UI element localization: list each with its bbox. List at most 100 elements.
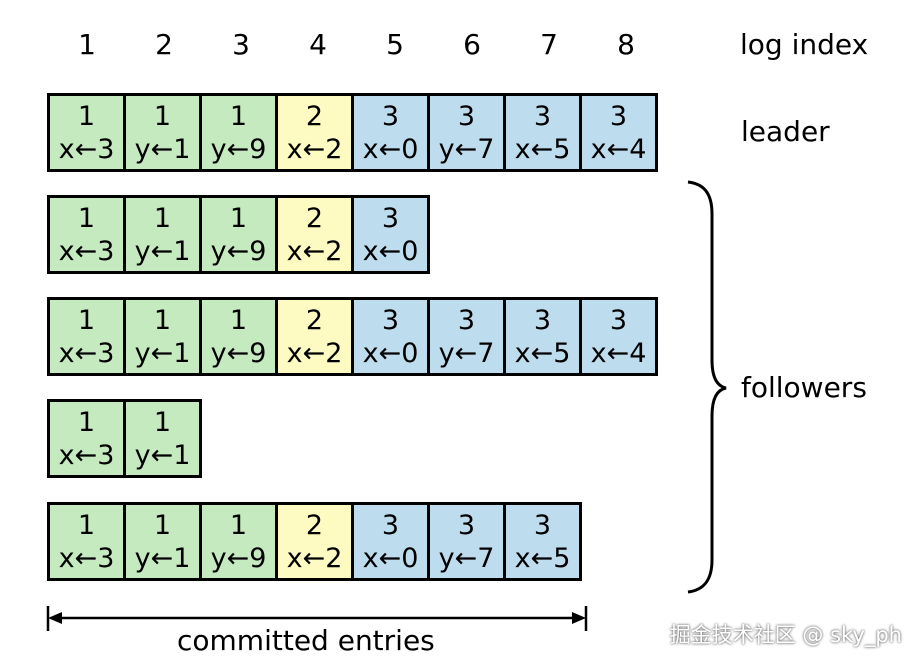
entry-command: x←2	[286, 133, 343, 165]
log-index-number: 4	[309, 28, 327, 61]
log-index-number: 7	[540, 28, 558, 61]
entry-command: y←1	[134, 439, 191, 471]
entry-term: 3	[381, 100, 400, 132]
entry-command: y←9	[210, 133, 267, 165]
entry-command: y←1	[134, 133, 191, 165]
entry-term: 3	[533, 100, 552, 132]
entry-term: 1	[77, 100, 96, 132]
entry-term: 1	[153, 100, 172, 132]
entry-term: 3	[381, 304, 400, 336]
entry-term: 1	[229, 100, 248, 132]
entry-term: 2	[305, 202, 324, 234]
entry-term: 3	[609, 304, 628, 336]
entry-term: 1	[229, 509, 248, 541]
entry-term: 1	[153, 202, 172, 234]
entry-command: x←5	[514, 542, 571, 574]
entry-command: y←7	[438, 337, 495, 369]
entry-term: 1	[153, 406, 172, 438]
entry-command: y←1	[134, 337, 191, 369]
entry-command: y←1	[134, 542, 191, 574]
watermark: 掘金技术社区 @ sky_ph	[669, 623, 902, 647]
entry-command: x←5	[514, 337, 571, 369]
entry-command: x←4	[590, 133, 647, 165]
entry-command: y←9	[210, 337, 267, 369]
entry-term: 2	[305, 509, 324, 541]
log-index-number: 8	[617, 28, 635, 61]
entry-term: 1	[153, 509, 172, 541]
leader-label: leader	[741, 115, 830, 148]
entry-command: y←9	[210, 235, 267, 267]
entry-command: x←3	[58, 439, 115, 471]
entry-term: 3	[457, 100, 476, 132]
entry-term: 1	[229, 202, 248, 234]
committed-entries-label: committed entries	[177, 624, 435, 657]
log-index-number: 1	[78, 28, 96, 61]
followers-label: followers	[741, 371, 867, 404]
entry-command: y←7	[438, 542, 495, 574]
entry-term: 3	[609, 100, 628, 132]
log-index-number: 5	[386, 28, 404, 61]
entry-term: 1	[229, 304, 248, 336]
entry-command: y←1	[134, 235, 191, 267]
entry-command: x←0	[362, 542, 419, 574]
entry-term: 1	[77, 509, 96, 541]
entry-term: 3	[381, 202, 400, 234]
entry-command: x←3	[58, 542, 115, 574]
log-index-number: 2	[155, 28, 173, 61]
entry-command: x←3	[58, 235, 115, 267]
entry-command: x←3	[58, 337, 115, 369]
log-index-label: log index	[740, 28, 869, 61]
entry-command: x←3	[58, 133, 115, 165]
log-index-number: 6	[463, 28, 481, 61]
entry-term: 3	[457, 304, 476, 336]
entry-term: 3	[533, 304, 552, 336]
committed-entries-arrow	[46, 606, 588, 631]
entry-command: x←2	[286, 235, 343, 267]
entry-term: 1	[77, 406, 96, 438]
entry-term: 2	[305, 100, 324, 132]
entry-term: 3	[457, 509, 476, 541]
entry-term: 1	[77, 304, 96, 336]
entry-term: 3	[381, 509, 400, 541]
entry-term: 2	[305, 304, 324, 336]
entry-command: x←0	[362, 133, 419, 165]
entry-term: 3	[533, 509, 552, 541]
entry-term: 1	[77, 202, 96, 234]
entry-command: x←0	[362, 235, 419, 267]
entry-command: y←9	[210, 542, 267, 574]
entry-term: 1	[153, 304, 172, 336]
entry-command: x←5	[514, 133, 571, 165]
entry-command: x←0	[362, 337, 419, 369]
log-index-number: 3	[232, 28, 250, 61]
followers-brace	[687, 180, 727, 594]
entry-command: x←2	[286, 542, 343, 574]
entry-command: y←7	[438, 133, 495, 165]
